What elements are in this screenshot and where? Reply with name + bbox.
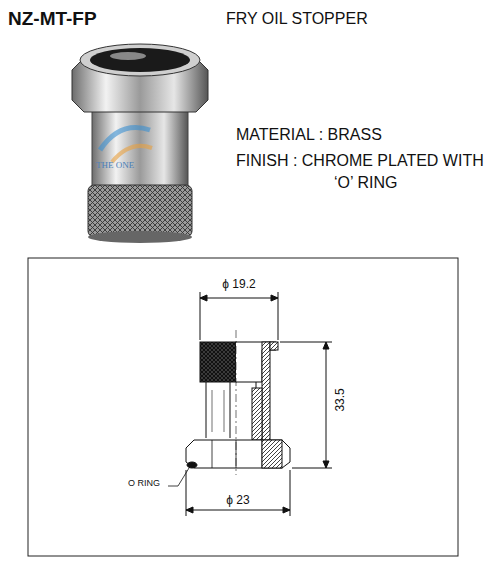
dimension: ϕ 23 xyxy=(226,494,249,508)
drawing-frame xyxy=(28,258,458,556)
dimension: 33.5 xyxy=(334,389,348,412)
finish-note: FINISH : CHROME PLATED WITH ‘O’ RING xyxy=(236,150,484,194)
fitting-photo xyxy=(72,44,208,243)
material-note: MATERIAL : BRASS xyxy=(236,126,382,144)
part-number: NZ-MT-FP xyxy=(8,8,97,30)
technical-drawing xyxy=(168,292,332,516)
dimension: ϕ 19.2 xyxy=(222,278,255,292)
watermark: THE ONE xyxy=(96,160,134,170)
product-name: FRY OIL STOPPER xyxy=(226,10,368,28)
callout-label: O RING xyxy=(128,478,160,488)
